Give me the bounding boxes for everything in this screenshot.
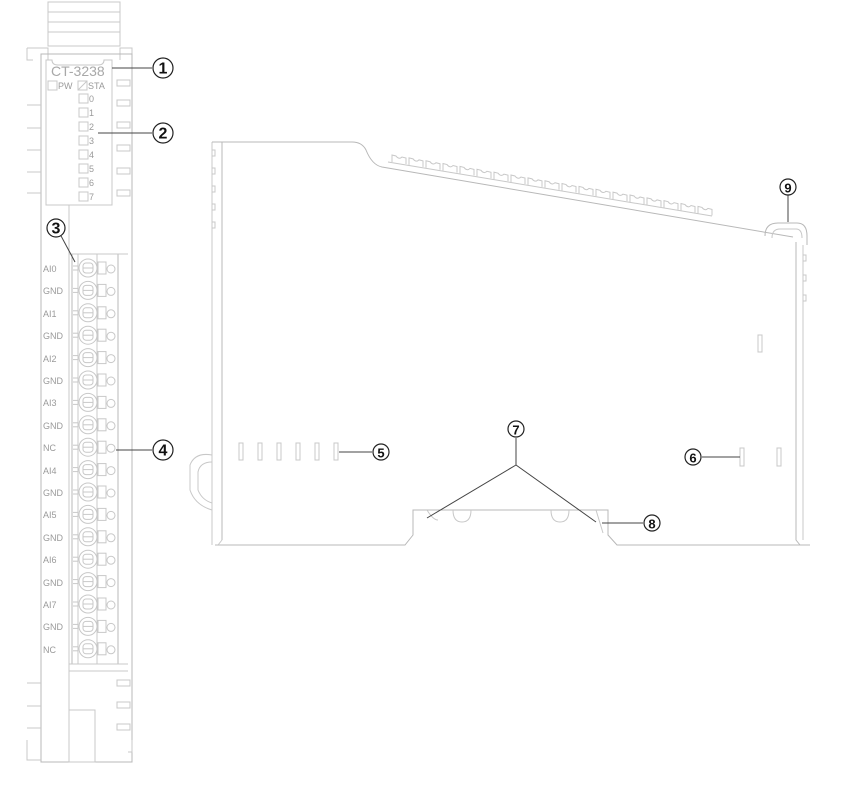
side-ticks-left [27, 104, 41, 729]
svg-text:AI5: AI5 [43, 510, 57, 520]
svg-text:9: 9 [784, 181, 791, 196]
svg-text:8: 8 [648, 517, 655, 532]
svg-text:4: 4 [159, 443, 168, 460]
bottom-slot [68, 709, 96, 763]
svg-text:7: 7 [512, 423, 519, 438]
top-connector [47, 1, 121, 47]
callout-9: 9 [779, 178, 797, 196]
svg-text:GND: GND [43, 578, 64, 588]
svg-text:AI4: AI4 [43, 466, 57, 476]
svg-text:GND: GND [43, 488, 64, 498]
callout-2: 2 [152, 122, 174, 144]
svg-text:1: 1 [89, 108, 94, 118]
svg-text:AI7: AI7 [43, 600, 57, 610]
top-serrations [391, 154, 713, 216]
svg-text:4: 4 [89, 150, 94, 160]
callout-6: 6 [684, 448, 702, 466]
led-panel [45, 59, 113, 206]
svg-text:AI0: AI0 [43, 264, 57, 274]
sta-label: STA [88, 81, 105, 91]
svg-text:3: 3 [52, 221, 61, 238]
svg-text:NC: NC [43, 443, 56, 453]
svg-text:7: 7 [89, 192, 94, 202]
svg-text:5: 5 [89, 164, 94, 174]
pw-label: PW [58, 81, 73, 91]
callout-7: 7 [507, 420, 525, 438]
svg-text:GND: GND [43, 331, 64, 341]
svg-text:AI3: AI3 [43, 398, 57, 408]
right-slot [776, 447, 782, 467]
callout-3: 3 [46, 218, 66, 238]
svg-text:AI1: AI1 [43, 309, 57, 319]
svg-text:NC: NC [43, 645, 56, 655]
side-teeth-right [116, 79, 131, 731]
model-label: CT-3238 [51, 63, 105, 79]
callout-1: 1 [152, 57, 174, 79]
svg-text:2: 2 [89, 122, 94, 132]
svg-text:3: 3 [89, 136, 94, 146]
front-view: CT-3238 PW STA 0 1 2 3 4 5 6 7 AI0 GND [26, 1, 152, 763]
terminal-labels: AI0 GND AI1 GND AI2 GND AI3 GND NC AI4 G… [43, 264, 64, 655]
svg-text:GND: GND [43, 286, 64, 296]
upper-slot [757, 334, 763, 353]
callout-4: 4 [152, 439, 174, 461]
svg-text:6: 6 [89, 178, 94, 188]
svg-text:1: 1 [159, 61, 168, 78]
svg-text:AI6: AI6 [43, 555, 57, 565]
svg-text:GND: GND [43, 622, 64, 632]
top-handle [764, 222, 808, 245]
pw-led [47, 80, 58, 91]
svg-text:5: 5 [377, 446, 384, 461]
side-vents [238, 442, 339, 461]
svg-text:GND: GND [43, 421, 64, 431]
svg-text:6: 6 [689, 451, 696, 466]
svg-text:2: 2 [159, 126, 168, 143]
side-view [189, 141, 810, 546]
sta-led [77, 80, 88, 91]
terminal-pins [73, 258, 116, 659]
channel-leds: 0 1 2 3 4 5 6 7 [78, 93, 94, 202]
callout-5: 5 [372, 443, 390, 461]
side-slot [739, 447, 745, 467]
callout-8: 8 [643, 514, 661, 532]
svg-text:AI2: AI2 [43, 354, 57, 364]
svg-text:GND: GND [43, 533, 64, 543]
svg-text:0: 0 [89, 94, 94, 104]
svg-text:GND: GND [43, 376, 64, 386]
